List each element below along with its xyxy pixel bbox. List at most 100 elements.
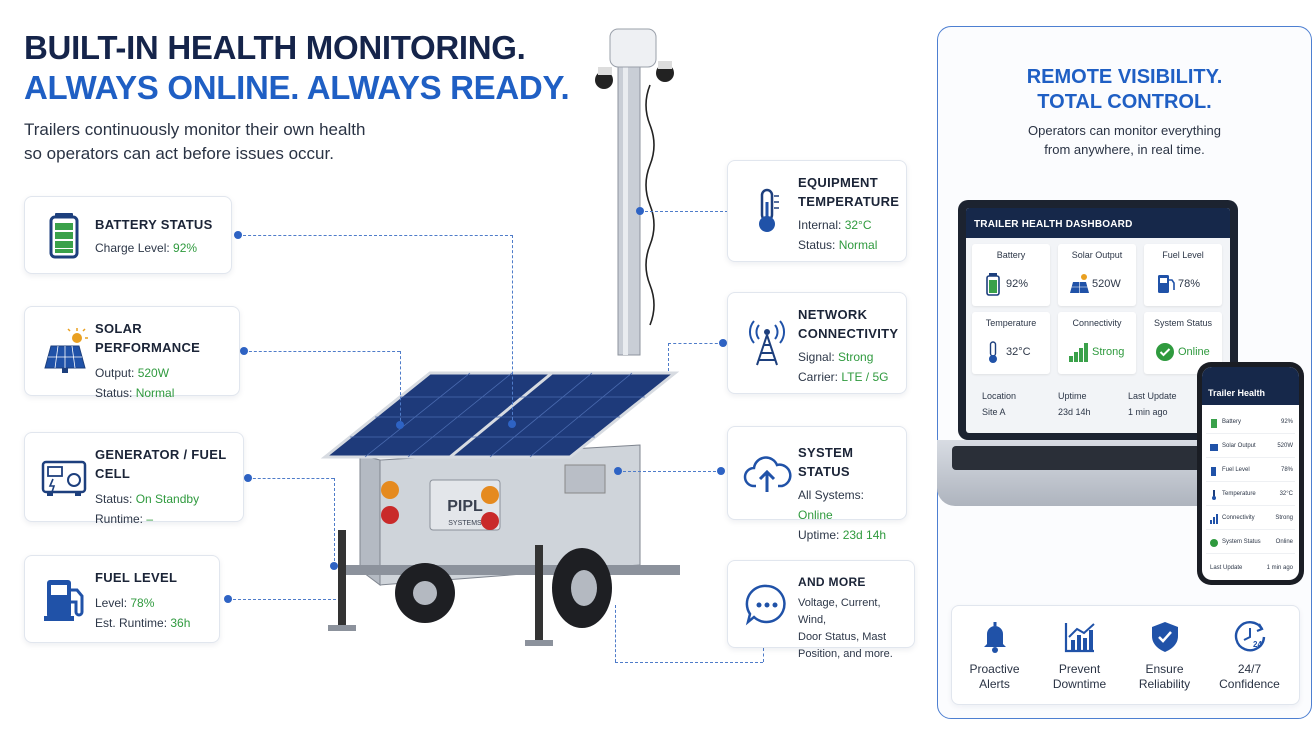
tile-label: Connectivity (1072, 318, 1122, 328)
svg-text:24: 24 (1253, 640, 1262, 649)
temp-status-row: Status: Normal (798, 238, 878, 252)
battery-icon (986, 273, 1000, 296)
tile-battery[interactable]: Battery 92% (972, 244, 1050, 306)
network-title-1: NETWORK (798, 307, 868, 322)
connector-more-h (615, 662, 763, 663)
connector-network-v (668, 343, 669, 371)
fuel-pump-icon (1158, 275, 1175, 293)
signal-bars-icon (1210, 514, 1218, 524)
fuel-pump-icon (1211, 467, 1216, 476)
panel-subtitle-line-2: from anywhere, in real time. (1044, 142, 1205, 157)
hero-subtitle-line-2: so operators can act before issues occur… (24, 144, 334, 163)
connector-more-v2 (763, 648, 764, 662)
network-title-2: CONNECTIVITY (798, 326, 899, 341)
connector-more-v (615, 605, 616, 662)
battery-icon (1211, 419, 1217, 428)
connector-temp-h (640, 211, 728, 212)
solar-status-row: Status: Normal (95, 386, 175, 400)
connector-generator-h (248, 478, 334, 479)
tile-value: Strong (1092, 346, 1125, 358)
benefit-label-2: Confidence (1219, 677, 1280, 691)
tile-fuel-level[interactable]: Fuel Level 78% (1144, 244, 1222, 306)
solar-performance-card: SOLAR PERFORMANCE Output: 520W Status: N… (24, 306, 240, 400)
tile-value: Online (1178, 346, 1210, 358)
tile-label: Temperature (985, 318, 1037, 328)
tile-label: Fuel Level (1162, 250, 1204, 260)
laptop-keyboard (952, 446, 1242, 470)
solar-output-row: Output: 520W (95, 366, 170, 380)
check-circle-icon (1210, 539, 1218, 547)
fuel-level-row: Level: 78% (95, 596, 155, 610)
equipment-temperature-card: EQUIPMENT TEMPERATURE Internal: 32°C Sta… (727, 160, 907, 262)
cell-tower-icon (749, 320, 785, 366)
solar-panel-icon (1070, 274, 1089, 293)
benefit-label-1: Proactive (969, 662, 1020, 676)
fuel-runtime-row: Est. Runtime: 36h (95, 616, 191, 630)
check-circle-icon (1156, 343, 1174, 361)
bell-icon (984, 622, 1006, 653)
connector-dot (240, 347, 248, 355)
solar-panel-icon (1210, 444, 1218, 451)
thermometer-icon (989, 341, 997, 363)
fuel-level-title: FUEL LEVEL (95, 570, 178, 585)
shield-icon (1152, 622, 1178, 652)
solar-panel-icon (44, 328, 88, 373)
dashboard-title: TRAILER HEALTH DASHBOARD (966, 208, 1230, 238)
hero-title-line-2: ALWAYS ONLINE. ALWAYS READY. (24, 69, 570, 106)
dashboard-view: TRAILER HEALTH DASHBOARD Battery 92% Sol… (966, 208, 1230, 433)
panel-subtitle: Operators can monitor everything from an… (938, 121, 1311, 159)
tile-temperature[interactable]: Temperature 32°C (972, 312, 1050, 374)
connector-solar-h (244, 351, 400, 352)
battery-status-card: BATTERY STATUS Charge Level: 92% (24, 196, 232, 274)
generator-icon (41, 460, 87, 496)
panel-subtitle-line-1: Operators can monitor everything (1028, 123, 1221, 138)
panel-title: REMOTE VISIBILITY. TOTAL CONTROL. (938, 65, 1311, 115)
tile-solar-output[interactable]: Solar Output 520W (1058, 244, 1136, 306)
and-more-card: AND MORE Voltage, Current, Wind, Door St… (727, 560, 915, 660)
tile-value: 520W (1092, 278, 1121, 290)
hero-title-line-1: BUILT-IN HEALTH MONITORING. (24, 29, 526, 66)
system-status-title: SYSTEM STATUS (798, 445, 854, 479)
temp-internal-row: Internal: 32°C (798, 218, 872, 232)
connector-generator-v (334, 478, 335, 566)
trailer-logo-name: PIPL (447, 498, 483, 515)
benefit-label-2: Downtime (1052, 677, 1107, 691)
connector-dot (234, 231, 242, 239)
system-online-row: All Systems: Online (798, 488, 865, 522)
connector-dot (717, 467, 725, 475)
connector-network-h (668, 343, 723, 344)
connector-dot (224, 595, 232, 603)
generator-fuel-cell-card: GENERATOR / FUEL CELL Status: On Standby… (24, 432, 244, 526)
connector-dot (330, 562, 338, 570)
battery-charge-row: Charge Level: 92% (95, 241, 198, 255)
fuel-level-card: FUEL LEVEL Level: 78% Est. Runtime: 36h (24, 555, 220, 643)
tile-connectivity[interactable]: Connectivity Strong (1058, 312, 1136, 374)
hero-title: BUILT-IN HEALTH MONITORING. ALWAYS ONLIN… (24, 28, 570, 108)
connector-dot (636, 207, 644, 215)
tile-value: 92% (1006, 278, 1029, 290)
chart-icon (1064, 623, 1095, 653)
temp-title-1: EQUIPMENT (798, 175, 878, 190)
network-signal-row: Signal: Strong (798, 350, 874, 364)
and-more-line-3: Position, and more. (798, 648, 893, 660)
benefit-label-1: Ensure (1145, 662, 1184, 676)
battery-status-title: BATTERY STATUS (95, 217, 213, 232)
generator-status-row: Status: On Standby (95, 492, 200, 506)
panel-title-line-2: TOTAL CONTROL. (1037, 91, 1212, 113)
phone-title: Trailer Health (1202, 367, 1299, 405)
